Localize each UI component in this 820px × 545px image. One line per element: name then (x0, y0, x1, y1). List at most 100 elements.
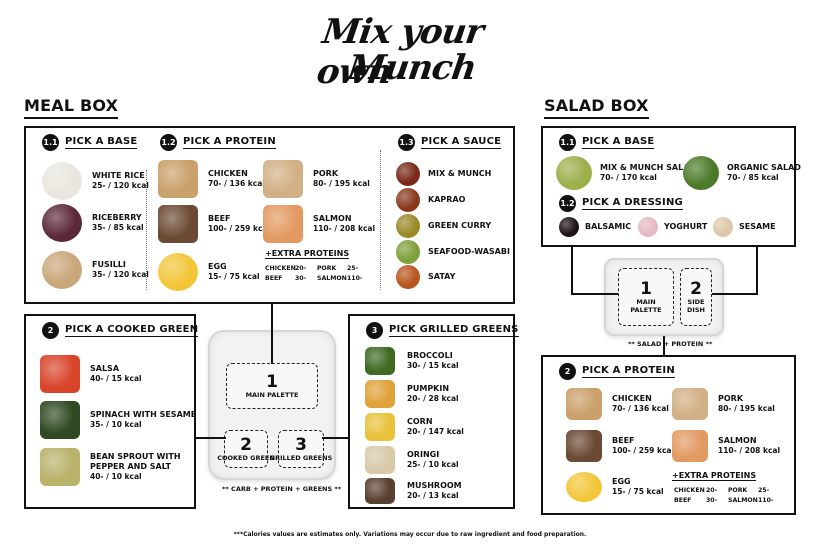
item-kcal: 40- / 15 kcal (90, 374, 142, 383)
meal-base-header: 1.1 PICK A BASE (42, 134, 138, 151)
item-kcal: 110- / 208 kcal (718, 446, 781, 455)
extra-kcal: 110- (347, 275, 363, 282)
balsamic-image (559, 217, 579, 237)
item-name: SALMON (718, 436, 757, 445)
extra-label: BEEF (265, 275, 283, 282)
salad-dressing-header: 1.2 PICK A DRESSING (559, 195, 683, 212)
compartment-label: SIDE (687, 298, 705, 306)
step-badge: 1.2 (559, 195, 576, 212)
extra-kcal: 25- (758, 487, 770, 494)
item-name: ORGANIC SALAD (727, 163, 801, 172)
salad-tray-side-dish: 2 SIDE DISH (680, 268, 712, 326)
meal-sauce-item[interactable]: GREEN CURRY (396, 214, 491, 238)
beef-image (158, 205, 198, 243)
compartment-label: COOKED GREEN (217, 454, 275, 462)
step-title: PICK A DRESSING (582, 197, 683, 210)
meal-box-title: MEAL BOX (24, 96, 119, 119)
item-kcal: 25- / 120 kcal (92, 181, 149, 190)
extra-label: SALMON (317, 275, 347, 282)
pumpkin-image (365, 380, 395, 408)
divider (380, 150, 381, 290)
item-name: PORK (313, 169, 339, 178)
meal-sauce-item[interactable]: SEAFOOD-WASABI (396, 240, 510, 264)
item-name: MUSHROOM (407, 481, 462, 490)
compartment-label: MAIN PALETTE (245, 391, 299, 399)
step-title: PICK A BASE (65, 136, 138, 149)
item-kcal: 100- / 259 kcal (208, 224, 271, 233)
item-name: CORN (407, 417, 433, 426)
calorie-disclaimer: ***Calories values are estimates only. V… (233, 531, 587, 538)
item-name: BEAN SPROUT WITH (90, 452, 181, 461)
item-name: SATAY (428, 272, 456, 281)
step-title: PICK A COOKED GREEN (65, 324, 199, 337)
salad-base-header: 1.1 PICK A BASE (559, 134, 655, 151)
compartment-label: GRILLED GREENS (269, 454, 333, 462)
extra-proteins-title: +EXTRA PROTEINS (265, 249, 350, 259)
sauce-seafood-wasabi-image (396, 240, 420, 264)
pork-image (263, 160, 303, 198)
dressing-item-sesame[interactable]: SESAME (713, 217, 776, 237)
extra-kcal: 25- (347, 265, 359, 272)
connector-line (712, 293, 758, 295)
step-badge: 2 (559, 363, 576, 380)
item-name: SALSA (90, 364, 120, 373)
item-name: SESAME (739, 222, 776, 231)
extra-proteins-title: +EXTRA PROTEINS (672, 471, 757, 481)
item-name: FUSILLI (92, 260, 126, 269)
extra-kcal: 20- (295, 265, 307, 272)
item-name: SEAFOOD-WASABI (428, 247, 510, 256)
connector-line (196, 437, 226, 439)
item-name: BROCCOLI (407, 351, 453, 360)
dressing-item-yoghurt[interactable]: YOGHURT (638, 217, 707, 237)
extra-kcal: 110- (758, 497, 774, 504)
item-name: MIX & MUNCH (428, 169, 492, 178)
meal-sauce-item[interactable]: KAPRAO (396, 188, 465, 212)
step-badge: 1.1 (42, 134, 59, 151)
dressing-item-balsamic[interactable]: BALSAMIC (559, 217, 631, 237)
logo-line-2: Munch (345, 48, 479, 88)
item-name: RICEBERRY (92, 213, 142, 222)
meal-sauce-item[interactable]: SATAY (396, 265, 455, 289)
egg-image (566, 472, 602, 502)
meal-sauce-item[interactable]: MIX & MUNCH (396, 162, 491, 186)
item-name: EGG (612, 477, 631, 486)
tray-grilled-greens: 3 GRILLED GREENS (270, 430, 332, 468)
item-name: BEEF (208, 214, 231, 223)
spinach-image (40, 401, 80, 439)
riceberry-image (42, 204, 82, 242)
item-name: SPINACH WITH SESAME (90, 410, 197, 419)
salmon-image (672, 430, 708, 462)
extra-label: PORK (317, 265, 337, 272)
cooked-green-header: 2 PICK A COOKED GREEN (42, 322, 199, 339)
item-kcal: 15- / 75 kcal (612, 487, 664, 496)
salad-tray-caption: ** SALAD + PROTEIN ** (628, 340, 713, 348)
compartment-number: 1 (640, 279, 652, 299)
item-kcal: 25- / 10 kcal (407, 460, 459, 469)
